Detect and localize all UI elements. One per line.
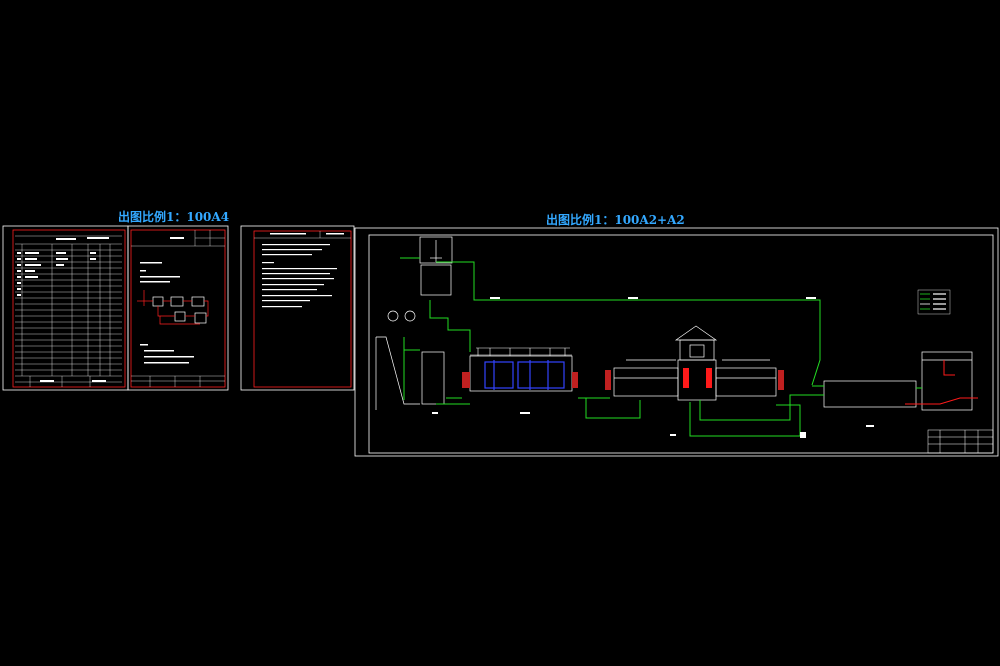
sedimentation-tanks [613,359,777,397]
equipment-list-sheet [2,225,129,391]
title-block [927,429,994,454]
process-flow-diagram [137,290,209,325]
equipment-list-table [15,235,122,387]
scale-label-a2: 出图比例1：100A2+A2 [546,213,685,227]
inlet-well [375,336,445,410]
clean-water-tank [823,380,917,408]
control-building [674,325,718,401]
design-notes-sheet [240,225,355,391]
pipe-legend [917,289,951,315]
process-flow-sheet [127,225,229,391]
aeration-tank [462,347,578,392]
dosing-tank [419,236,453,296]
blower-icon [387,310,399,322]
blower-icon [404,310,416,322]
main-process-drawing-sheet [354,227,999,457]
outlet-pipe-red [943,360,955,376]
pipelines [400,257,922,437]
scale-label-a4: 出图比例1：100A4 [118,210,230,224]
outlet-structure [921,351,973,411]
